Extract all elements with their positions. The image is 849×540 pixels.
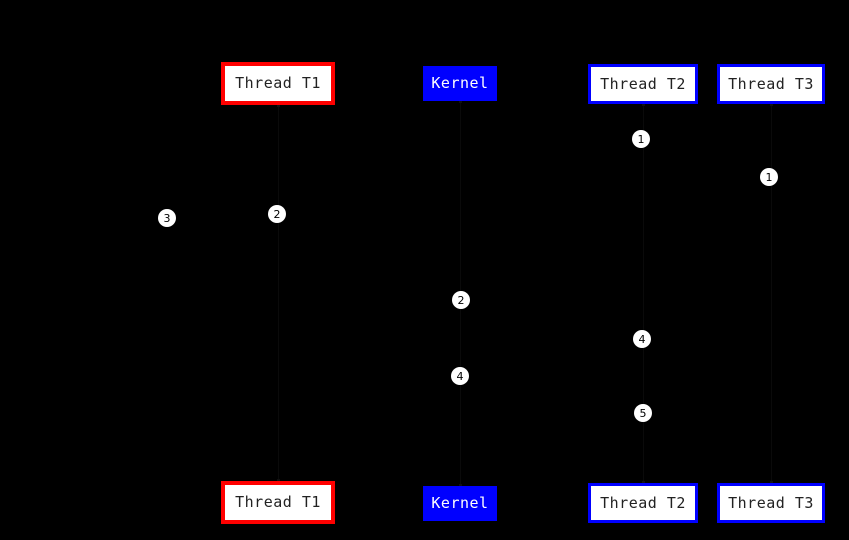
participant-label: Thread T2 [600, 74, 686, 93]
participant-label: Thread T1 [235, 493, 321, 511]
participant-label: Kernel [431, 494, 489, 512]
badge-t3-1: 1 [760, 168, 778, 186]
lifeline-t3-stub-top [770, 102, 773, 106]
badge-t1-3: 3 [158, 209, 176, 227]
participant-label: Thread T2 [600, 493, 686, 512]
lifeline-t2-stub-top [642, 102, 645, 106]
participant-kernel-bottom[interactable]: Kernel [423, 486, 497, 521]
participant-label: Kernel [431, 74, 489, 92]
participant-t3-top[interactable]: Thread T3 [717, 64, 825, 104]
participant-t1-bottom[interactable]: Thread T1 [221, 481, 335, 524]
participant-t1-top[interactable]: Thread T1 [221, 62, 335, 105]
participant-label: Thread T3 [728, 493, 814, 512]
lifeline-kernel-stub-top [459, 99, 462, 103]
participant-kernel-top[interactable]: Kernel [423, 66, 497, 101]
lifeline-t3 [771, 104, 772, 483]
lifeline-t2 [643, 104, 644, 483]
badge-t2-4: 4 [633, 330, 651, 348]
badge-t1-2: 2 [268, 205, 286, 223]
participant-t2-top[interactable]: Thread T2 [588, 64, 698, 104]
badge-t2-1: 1 [632, 130, 650, 148]
lifeline-t1 [278, 105, 279, 481]
participant-t3-bottom[interactable]: Thread T3 [717, 483, 825, 523]
badge-kernel-4: 4 [451, 367, 469, 385]
participant-label: Thread T1 [235, 74, 321, 92]
participant-label: Thread T3 [728, 74, 814, 93]
badge-kernel-2: 2 [452, 291, 470, 309]
lifeline-t1-stub-top [277, 103, 280, 107]
participant-t2-bottom[interactable]: Thread T2 [588, 483, 698, 523]
badge-t2-5: 5 [634, 404, 652, 422]
